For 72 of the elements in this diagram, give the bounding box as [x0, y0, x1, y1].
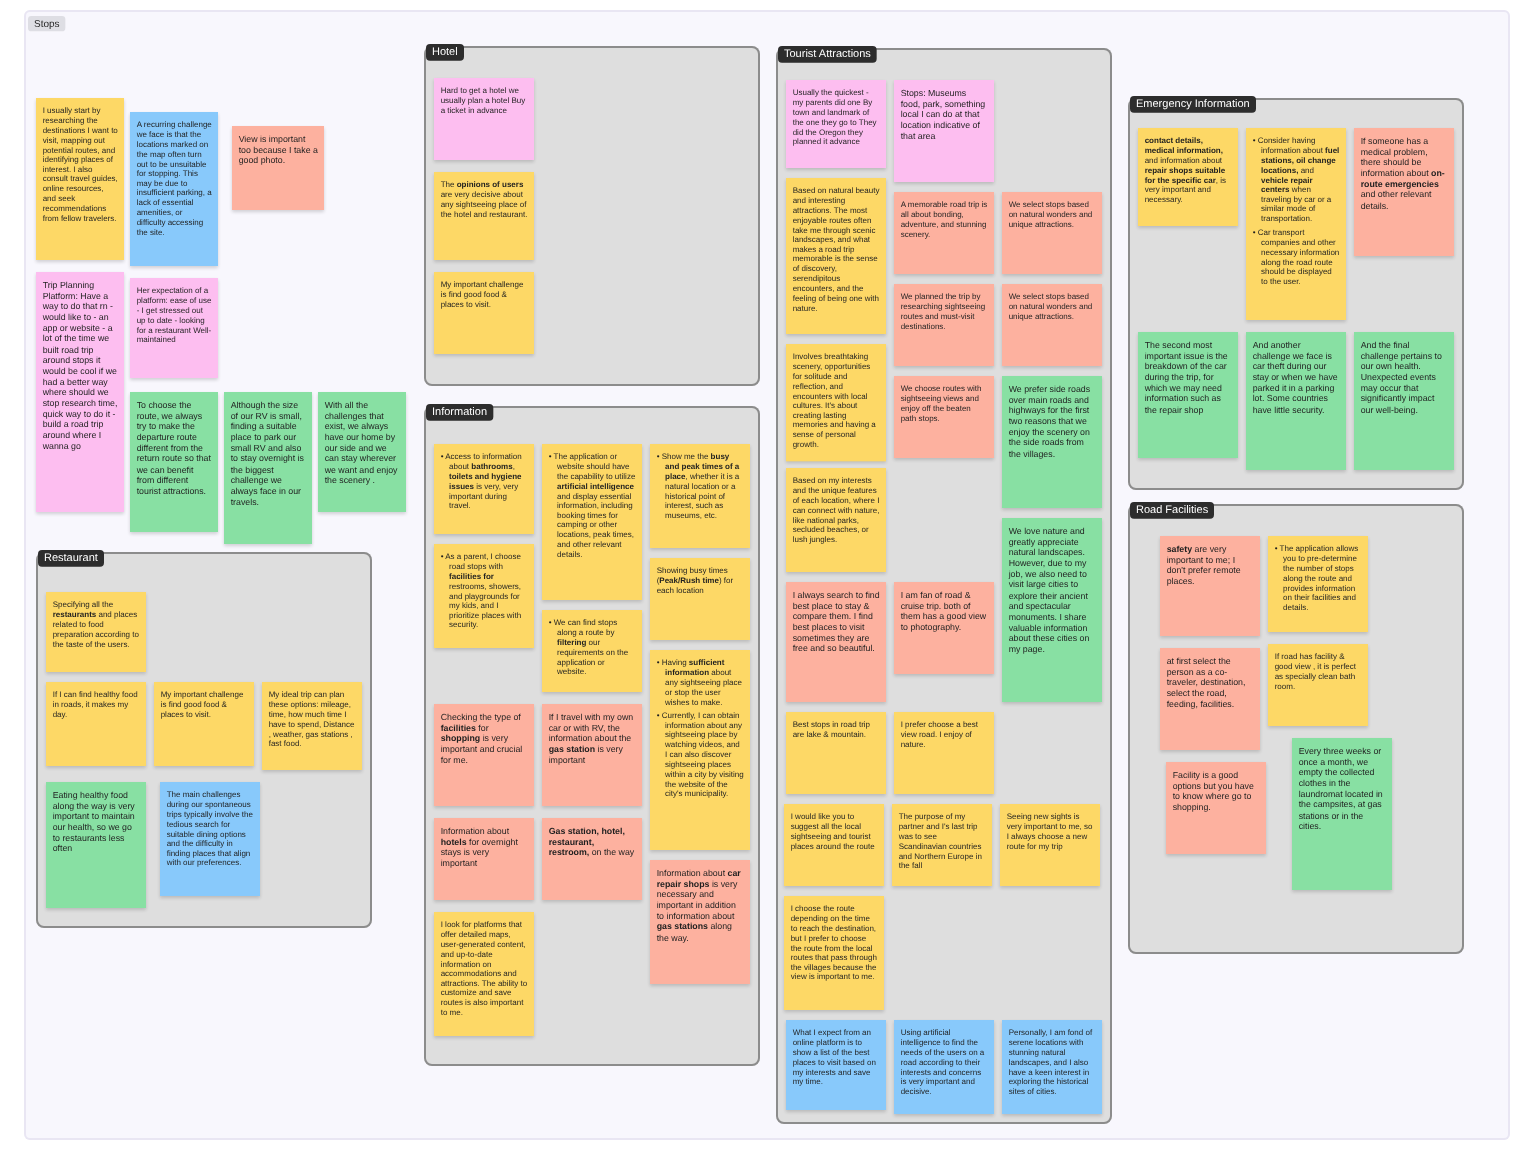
sticky-note [1000, 804, 1100, 886]
sticky-note [542, 444, 642, 600]
sticky-note [36, 98, 124, 260]
sticky-note [1268, 536, 1368, 632]
sticky-note [786, 712, 886, 794]
sticky-note [1002, 518, 1102, 702]
sticky-note [784, 896, 884, 1010]
sticky-note [232, 126, 324, 210]
group-panel [36, 552, 372, 928]
sticky-note [434, 818, 534, 900]
sticky-note [1002, 284, 1102, 366]
sticky-note [434, 544, 534, 648]
sticky-note [894, 80, 994, 182]
group-panel [424, 46, 760, 386]
sticky-note [894, 712, 994, 794]
sticky-note [786, 344, 886, 462]
sticky-note [434, 704, 534, 806]
sticky-note [36, 272, 124, 512]
group-panel [1128, 504, 1464, 954]
sticky-note [894, 582, 994, 674]
sticky-note [1354, 332, 1454, 470]
sticky-note [650, 860, 750, 984]
sticky-note [434, 912, 534, 1036]
sticky-note [160, 782, 260, 896]
sticky-note [1002, 1020, 1102, 1114]
sticky-note [130, 392, 218, 532]
sticky-note [650, 650, 750, 850]
sticky-note [434, 272, 534, 354]
sticky-note [318, 392, 406, 512]
sticky-note [542, 704, 642, 806]
sticky-note [1354, 128, 1454, 256]
sticky-note [130, 112, 218, 266]
sticky-note [1002, 376, 1102, 508]
sticky-note [894, 376, 994, 458]
sticky-note [1268, 644, 1368, 726]
sticky-note [542, 610, 642, 692]
sticky-note [786, 80, 886, 168]
sticky-note [894, 1020, 994, 1114]
group-panel [776, 48, 1112, 1124]
sticky-note [1138, 128, 1238, 226]
sticky-note [786, 178, 886, 334]
sticky-note [130, 278, 218, 378]
sticky-note [154, 682, 254, 766]
sticky-note [46, 782, 146, 908]
sticky-note [1246, 332, 1346, 470]
sticky-note [262, 682, 362, 770]
sticky-note [650, 444, 750, 548]
sticky-note [1166, 762, 1266, 854]
sticky-note [1292, 738, 1392, 890]
sticky-note [542, 818, 642, 900]
sticky-note [1138, 332, 1238, 458]
sticky-note [1246, 128, 1346, 320]
sticky-note [786, 582, 886, 702]
sticky-note [786, 468, 886, 572]
sticky-note [46, 592, 146, 672]
group-panel [1128, 98, 1464, 490]
sticky-note [784, 804, 884, 886]
sticky-note [1002, 192, 1102, 274]
group-panel [424, 406, 760, 1066]
sticky-note [894, 284, 994, 366]
sticky-note [46, 682, 146, 766]
sticky-note [434, 444, 534, 534]
sticky-note [892, 804, 992, 886]
sticky-note [786, 1020, 886, 1110]
sticky-note [1160, 648, 1260, 750]
sticky-note [650, 558, 750, 640]
sticky-note [434, 172, 534, 260]
board-frame [24, 10, 1510, 1140]
sticky-note [894, 192, 994, 274]
sticky-note [224, 392, 312, 544]
sticky-note [434, 78, 534, 160]
sticky-note [1160, 536, 1260, 636]
